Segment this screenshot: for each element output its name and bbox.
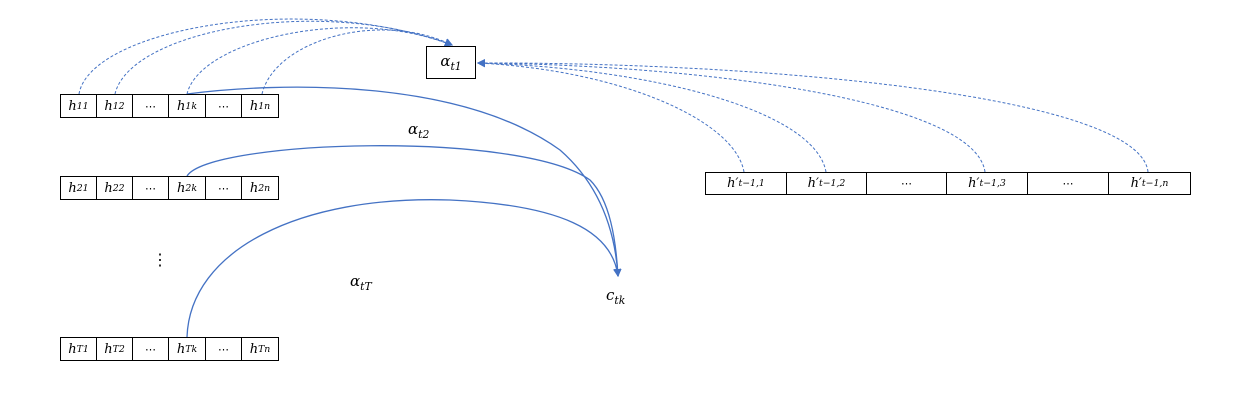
alpha-tT-label: αtT [350, 272, 372, 293]
cell-ellipsis: ⋯ [206, 177, 242, 199]
dashed-arrow-d1 [477, 59, 745, 173]
dashed-arrow-h1k [186, 27, 453, 95]
dashed-arrow-h1n [261, 29, 453, 95]
dashed-arrow-d3 [477, 59, 986, 173]
vertical-ellipsis: ⋮ [152, 250, 168, 269]
alpha-t1-label: αt1 [440, 52, 462, 73]
solid-arrow-h1k [186, 86, 622, 277]
cell-ellipsis: ⋯ [133, 177, 169, 199]
dashed-arrow-h11 [78, 18, 453, 95]
c-tk-label: ctk [606, 286, 626, 307]
cell-hprime-2: h′t−1,2 [787, 173, 867, 194]
cell-hprime-n: h′t−1,n [1130, 176, 1169, 191]
cell-ellipsis: ⋯ [1028, 173, 1109, 194]
cell-hprime-1: h′t−1,1 [706, 173, 787, 194]
dashed-arrow-d4 [477, 58, 1149, 173]
dashed-arrow-d2 [477, 59, 827, 173]
cell-ellipsis: ⋯ [133, 338, 169, 360]
solid-arrow-h2k [186, 145, 622, 277]
cell-ellipsis: ⋯ [867, 173, 947, 194]
cell-ellipsis: ⋯ [206, 338, 242, 360]
cell-ellipsis: ⋯ [133, 95, 169, 117]
cell-hprime-3: h′t−1,3 [947, 173, 1028, 194]
cell-ellipsis: ⋯ [206, 95, 242, 117]
alpha-t2-label: αt2 [408, 120, 430, 141]
solid-arrow-hTk [186, 199, 622, 338]
dashed-arrow-h12 [114, 20, 453, 95]
alpha-t1-box: αt1 [426, 46, 476, 79]
decoder-row: h′t−1,1 h′t−1,2 ⋯ h′t−1,3 ⋯ h′t−1,n [705, 172, 1191, 195]
